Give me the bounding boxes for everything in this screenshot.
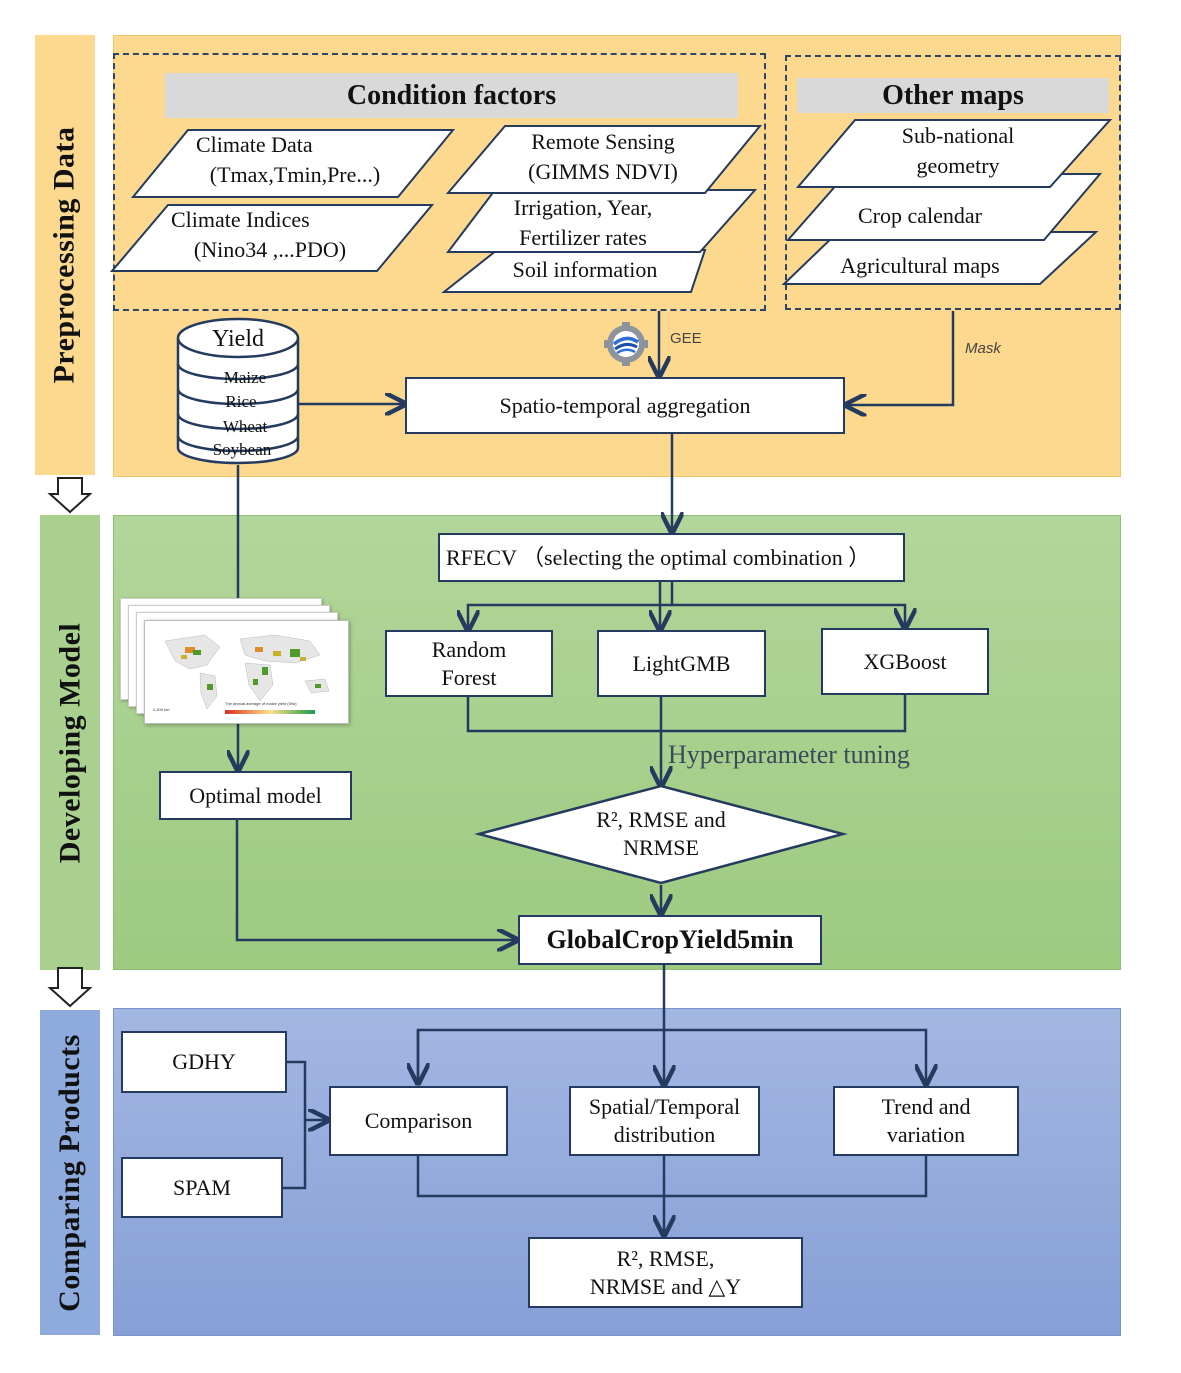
subnational-line1: Sub-national (901, 123, 1015, 148)
irrigation-line2: Fertilizer rates (519, 225, 647, 250)
spatial-temporal-line1: Spatial/Temporal (588, 1094, 741, 1119)
product-box: GlobalCropYield5min (518, 915, 822, 965)
climate-data-line1: Climate Data (196, 132, 313, 157)
spatial-temporal-box: Spatial/Temporal distribution (569, 1086, 760, 1156)
yield-map-stack: The annual average of maize yield (t/ha)… (120, 598, 350, 728)
final-metrics-line1: R², RMSE, (616, 1245, 715, 1271)
remote-sensing-line2: (GIMMS NDVI) (528, 159, 678, 184)
random-forest-box: Random Forest (385, 630, 553, 697)
irrigation-label: Irrigation, Year, Fertilizer rates (458, 193, 708, 253)
yield-crop-soybean: Soybean (212, 440, 272, 459)
gee-label: GEE (670, 330, 702, 347)
map-scale-label: 2,400 km (153, 707, 170, 712)
subnational-label: Sub-national geometry (833, 121, 1083, 181)
subnational-line2: geometry (916, 153, 1000, 178)
hyperparameter-label: Hyperparameter tuning (668, 740, 910, 769)
map-sheet-front: The annual average of maize yield (t/ha)… (144, 620, 349, 724)
yield-crop-maize: Maize (223, 368, 267, 387)
climate-indices-label: Climate Indices (Nino34 ,...PDO) (145, 205, 395, 265)
gdhy-box: GDHY (121, 1031, 287, 1093)
stage-arrow-2 (47, 967, 93, 1008)
map-legend-bar (225, 710, 315, 714)
world-map-thumbnail (164, 634, 330, 714)
trend-variation-box: Trend and variation (833, 1086, 1019, 1156)
lightgbm-box: LightGMB (597, 630, 766, 697)
stage-arrow-1 (47, 477, 93, 514)
gee-icon (604, 322, 648, 366)
climate-data-line2: (Tmax,Tmin,Pre...) (209, 162, 381, 187)
yield-crop-wheat: Wheat (222, 417, 268, 436)
random-forest-line1: Random (431, 636, 507, 662)
random-forest-line2: Forest (441, 664, 497, 690)
stage-label-developing: Developing Model (40, 515, 100, 970)
final-metrics-line2: NRMSE and △Y (589, 1273, 742, 1299)
climate-indices-line2: (Nino34 ,...PDO) (193, 237, 347, 262)
remote-sensing-label: Remote Sensing (GIMMS NDVI) (478, 127, 728, 187)
aggregation-box: Spatio-temporal aggregation (405, 377, 845, 434)
subnational-shape (795, 119, 1113, 188)
trend-variation-line2: variation (886, 1122, 966, 1147)
spatial-temporal-line2: distribution (613, 1122, 716, 1147)
trend-variation-line1: Trend and (881, 1094, 971, 1119)
metrics-diamond-line2: NRMSE (623, 835, 699, 860)
climate-data-label: Climate Data (Tmax,Tmin,Pre...) (170, 130, 420, 190)
condition-factors-title: Condition factors (165, 73, 738, 118)
soil-info-label: Soil information (512, 257, 658, 282)
yield-crop-rice: Rice (225, 392, 257, 411)
crop-calendar-label: Crop calendar (858, 203, 982, 228)
climate-indices-line1: Climate Indices (171, 207, 310, 232)
other-maps-group (785, 55, 1121, 310)
yield-db-title: Yield (212, 326, 264, 352)
climate-indices-shape (109, 204, 435, 272)
spam-box: SPAM (121, 1157, 283, 1218)
other-maps-title: Other maps (797, 78, 1109, 113)
mask-label: Mask (965, 340, 1001, 357)
stage-label-preprocessing: Preprocessing Data (35, 35, 95, 475)
remote-sensing-line1: Remote Sensing (531, 129, 675, 154)
metrics-diamond-line1: R², RMSE and (596, 807, 726, 832)
final-metrics-box: R², RMSE, NRMSE and △Y (528, 1237, 803, 1308)
condition-factors-group (113, 53, 766, 311)
climate-data-shape (130, 129, 456, 198)
optimal-model-box: Optimal model (159, 771, 352, 820)
map-legend-title: The annual average of maize yield (t/ha) (225, 701, 297, 706)
comparison-box: Comparison (329, 1086, 508, 1156)
rfecv-box: RFECV （selecting the optimal combination… (438, 533, 905, 582)
stage-label-comparing: Comparing Products (40, 1010, 100, 1335)
xgboost-box: XGBoost (821, 628, 989, 695)
yield-database-shape (176, 317, 300, 465)
remote-sensing-shape (445, 125, 763, 194)
developing-panel (113, 515, 1121, 970)
agri-maps-label: Agricultural maps (840, 253, 1000, 278)
metrics-diamond-label: R², RMSE and NRMSE (561, 806, 761, 862)
irrigation-line1: Irrigation, Year, (513, 195, 653, 220)
metrics-diamond-shape (474, 784, 848, 885)
